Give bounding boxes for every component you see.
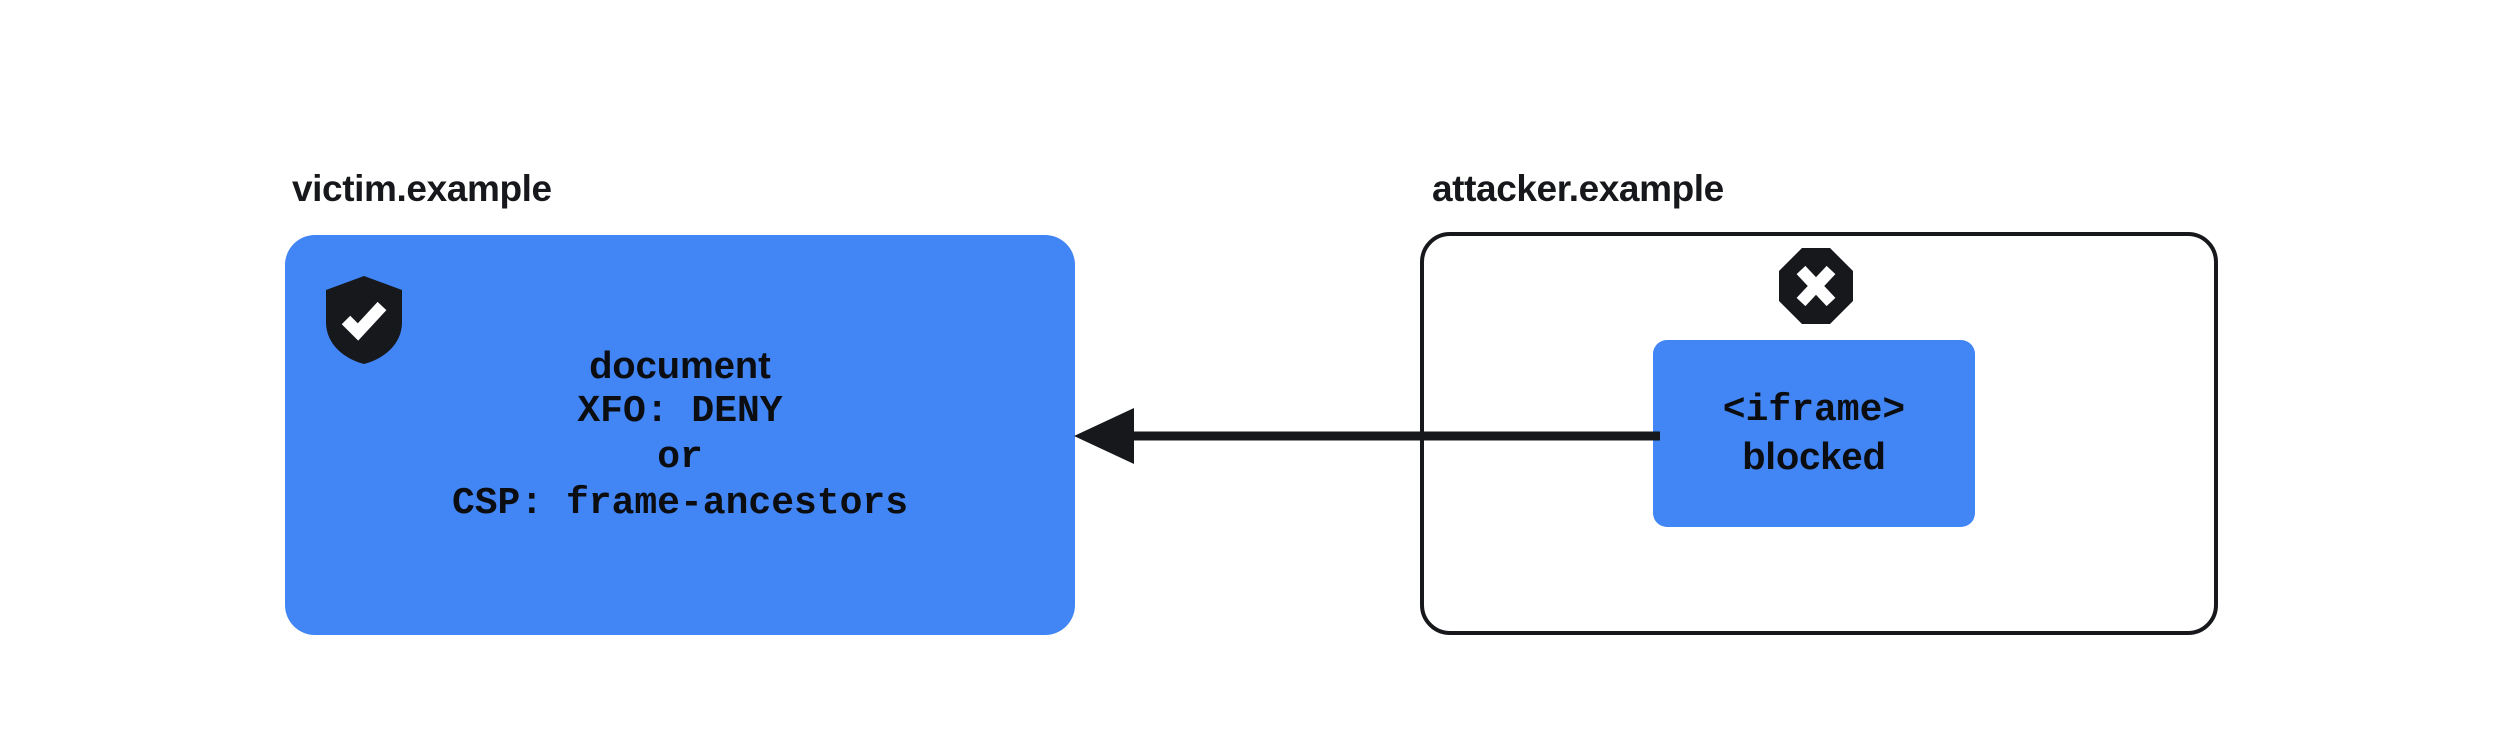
victim-line-3: CSP: frame-ancestors [451, 482, 909, 525]
attacker-origin-label: attacker.example [1432, 168, 1724, 209]
victim-line-1: XFO: DENY [577, 390, 783, 433]
shield-check-icon [325, 275, 403, 365]
iframe-line-0: <iframe> [1722, 388, 1906, 432]
octagon-x-icon [1778, 247, 1854, 325]
victim-line-0: document [589, 345, 771, 387]
framing-request-arrow [1060, 400, 1660, 472]
victim-document-box [285, 235, 1075, 635]
victim-origin-label: victim.example [292, 168, 552, 209]
iframe-line-1: blocked [1742, 435, 1886, 478]
blocked-iframe-box: <iframe> blocked [1653, 340, 1975, 527]
victim-origin-group: document XFO: DENY or CSP: frame-ancesto… [285, 235, 1075, 635]
victim-line-2: or [657, 436, 703, 479]
victim-policy-text: document XFO: DENY or CSP: frame-ancesto… [285, 235, 1075, 635]
